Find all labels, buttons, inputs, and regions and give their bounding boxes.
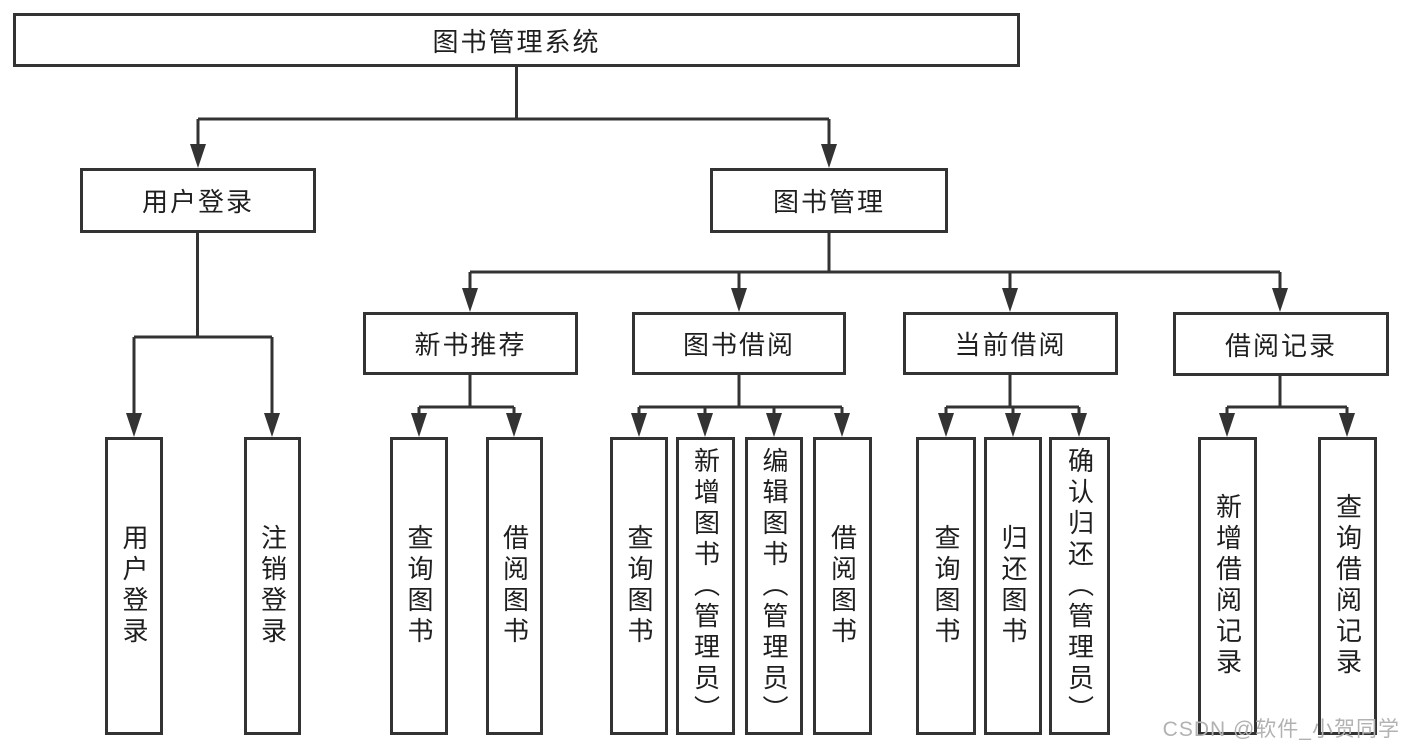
leaf-label: 新增借阅记录 [1212, 493, 1243, 679]
node-label: 用户登录 [141, 187, 254, 217]
leaf-logout: 注销登录 [244, 437, 301, 735]
leaf-label: 用户登录 [119, 524, 149, 648]
leaf-borrowing-query-books: 查询图书 [610, 437, 668, 735]
leaf-current-return-books: 归还图书 [984, 437, 1042, 735]
leaf-borrowing-borrow-books: 借阅图书 [813, 437, 872, 735]
leaf-user-login: 用户登录 [105, 437, 163, 735]
leaf-label: 新增图书（管理员） [690, 446, 721, 726]
leaf-records-query-record: 查询借阅记录 [1318, 437, 1377, 735]
node-label: 新书推荐 [414, 330, 527, 360]
node-new-book-recommend: 新书推荐 [363, 312, 578, 375]
leaf-borrowing-add-books-admin: 新增图书（管理员） [676, 437, 735, 735]
leaf-label: 查询借阅记录 [1332, 493, 1363, 679]
leaf-label: 借阅图书 [827, 524, 858, 648]
leaf-label: 归还图书 [998, 524, 1028, 648]
leaf-label: 查询图书 [404, 524, 434, 648]
leaf-label: 查询图书 [931, 524, 961, 648]
node-book-management: 图书管理 [710, 168, 948, 233]
leaf-borrowing-edit-books-admin: 编辑图书（管理员） [745, 437, 803, 735]
node-book-borrowing: 图书借阅 [632, 312, 846, 375]
leaf-label: 查询图书 [624, 524, 654, 648]
leaf-current-query-books: 查询图书 [916, 437, 976, 735]
leaf-newbook-query-books: 查询图书 [390, 437, 448, 735]
leaf-label: 借阅图书 [499, 524, 530, 648]
leaf-newbook-borrow-books: 借阅图书 [486, 437, 543, 735]
node-label: 当前借阅 [954, 330, 1067, 360]
node-current-borrowing: 当前借阅 [903, 312, 1118, 375]
csdn-watermark: CSDN @软件_小贺同学 [1162, 718, 1400, 741]
leaf-label: 确认归还（管理员） [1064, 446, 1095, 726]
leaf-current-confirm-return-admin: 确认归还（管理员） [1049, 437, 1110, 735]
node-borrowing-records: 借阅记录 [1173, 312, 1389, 376]
node-label: 借阅记录 [1224, 330, 1337, 361]
node-label: 图书管理系统 [432, 26, 601, 57]
node-library-system: 图书管理系统 [13, 13, 1020, 67]
node-label: 图书借阅 [682, 330, 795, 360]
arrowheads [126, 144, 1355, 437]
leaf-label: 编辑图书（管理员） [759, 446, 789, 726]
node-label: 图书管理 [772, 187, 885, 217]
leaf-records-add-record: 新增借阅记录 [1198, 437, 1257, 735]
node-user-login: 用户登录 [80, 168, 316, 233]
leaf-label: 注销登录 [257, 524, 288, 648]
